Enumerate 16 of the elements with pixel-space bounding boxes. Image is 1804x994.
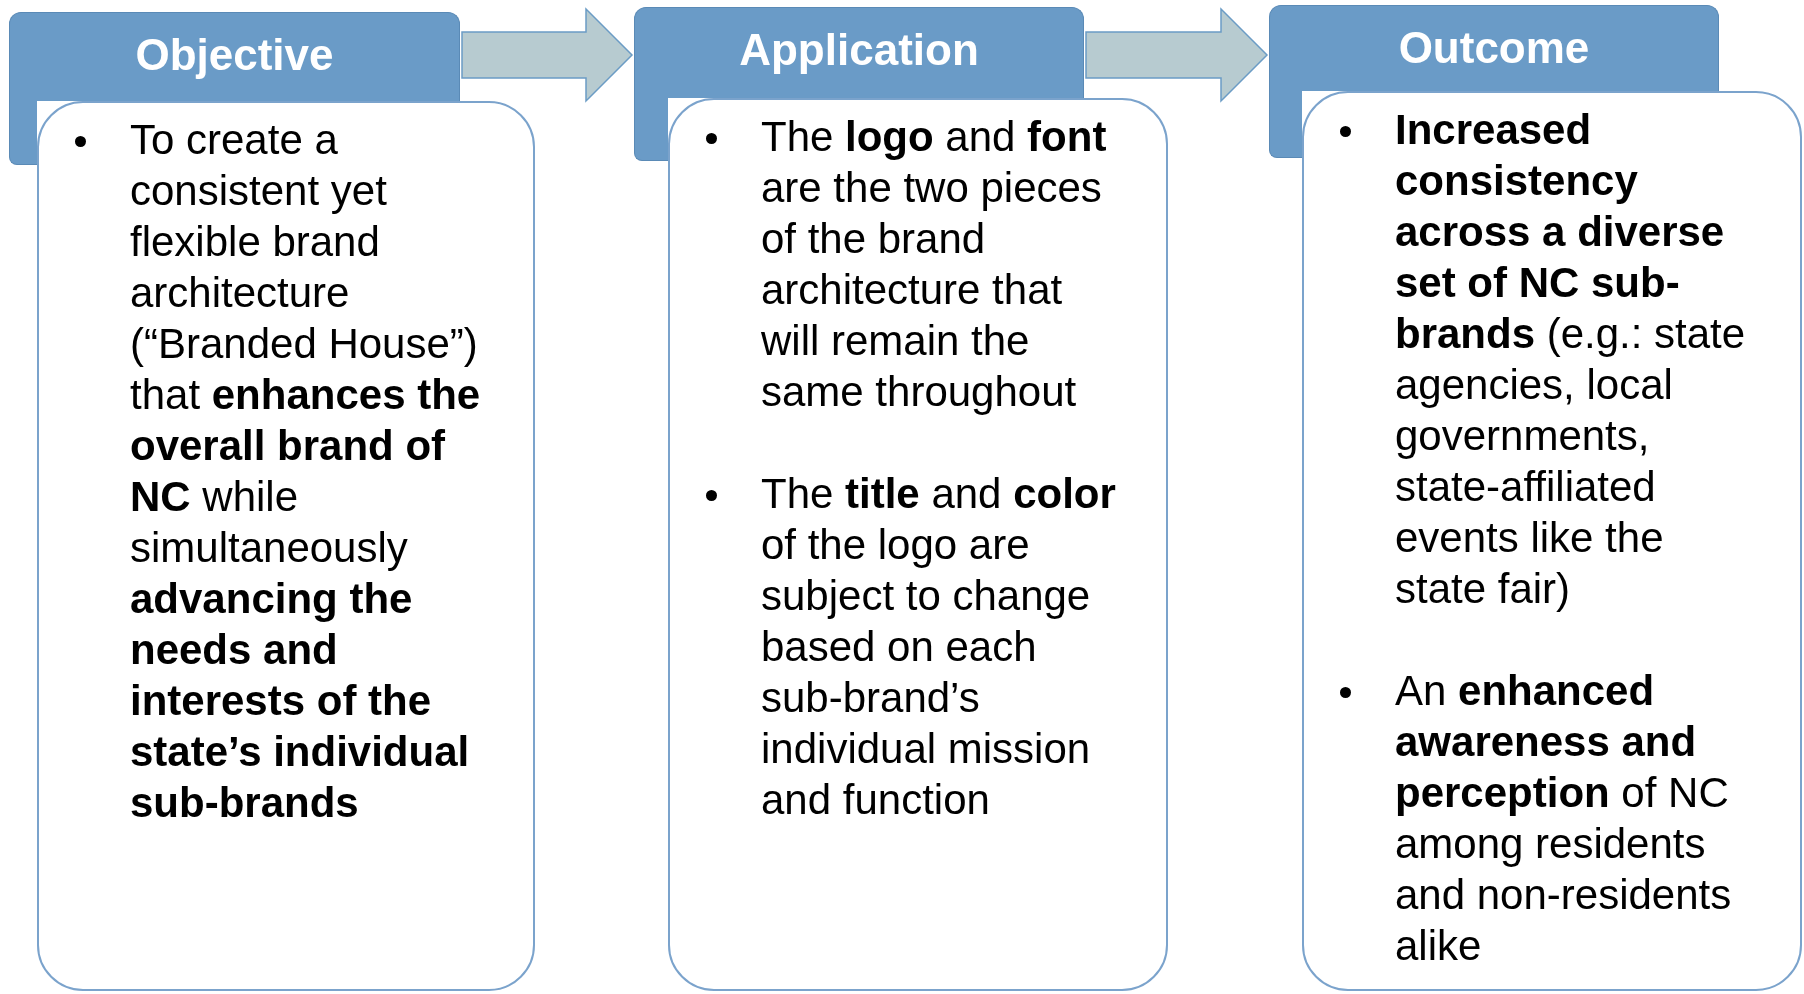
content-card	[37, 101, 535, 991]
header-title: Objective	[135, 29, 334, 81]
block-arrow	[461, 7, 634, 103]
header-tab	[9, 12, 460, 101]
header-title: Application	[739, 24, 979, 76]
content-card	[1302, 91, 1802, 991]
bullet-text: The logo and font are the two pieces of the brand architecture that will remain the same throughout	[761, 112, 1108, 417]
header-tab	[634, 7, 1084, 98]
block-arrow	[1085, 7, 1269, 103]
bullet-text: The title and color of the logo are subject to change based on each sub-brand’s individual mission and function	[761, 469, 1117, 825]
header-tab	[1269, 5, 1719, 91]
content-card	[668, 98, 1168, 991]
header-title: Outcome	[1398, 22, 1590, 74]
bullet-text: To create a consistent yet flexible brand architecture (“Branded House”) that enhances the overall brand of NC while simultaneously advancing the needs and interests of the state’s individual sub-brands	[130, 115, 482, 828]
bullet-text: Increased consistency across a diverse set of NC sub-brands (e.g.: state agencies, local governments, state-affiliated events like the state fair)	[1395, 105, 1747, 614]
bullet-text: An enhanced awareness and perception of NC among residents and non-residents alike	[1395, 666, 1733, 971]
